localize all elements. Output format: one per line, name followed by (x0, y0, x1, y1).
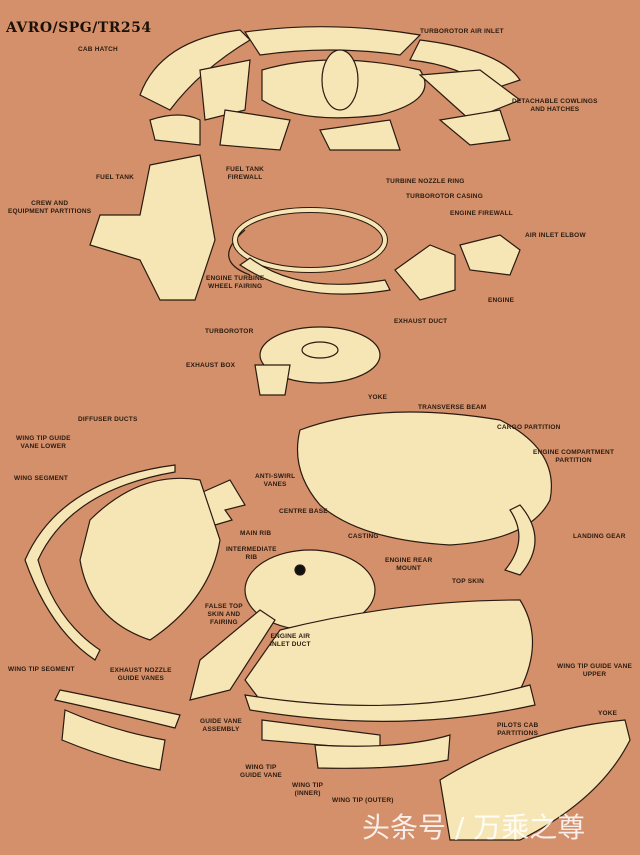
label-air-inlet-elbow: AIR INLET ELBOW (525, 232, 586, 239)
label-casting: CASTING (348, 533, 379, 540)
diagram-title: AVRO/SPG/TR254 (6, 20, 152, 36)
label-guide-vane-assembly: GUIDE VANE ASSEMBLY (200, 718, 242, 733)
exhaust-duct (238, 257, 391, 295)
label-transverse-beam: TRANSVERSE BEAM (418, 404, 487, 411)
label-fuel-tank: FUEL TANK (96, 174, 135, 181)
label-turborotor: TURBOROTOR (205, 328, 254, 335)
fuel-tank-assembly (89, 154, 251, 301)
false-top-skin (189, 609, 276, 701)
label-intermediate-rib: INTERMEDIATE RIB (226, 546, 277, 561)
label-landing-gear: LANDING GEAR (573, 533, 626, 540)
label-main-rib: MAIN RIB (240, 530, 272, 537)
label-centre-base: CENTRE BASE (279, 508, 328, 515)
label-engine-air-inlet-duct: ENGINE AIR INLET DUCT (270, 633, 311, 648)
label-top-skin: TOP SKIN (452, 578, 485, 585)
label-wing-segment: WING SEGMENT (14, 475, 69, 482)
label-cab-hatch: CAB HATCH (78, 46, 118, 53)
pilots-cab (439, 719, 631, 841)
label-detachable-cowlings: DETACHABLE COWLINGS AND HATCHES (512, 98, 598, 113)
label-pilots-cab-partitions: PILOTS CAB PARTITIONS (497, 722, 539, 737)
wing-tip-segment-lower (61, 709, 166, 771)
label-engine-turbine-wheel-fairing: ENGINE TURBINE WHEEL FAIRING (206, 275, 265, 290)
label-engine: ENGINE (488, 297, 515, 304)
label-fuel-tank-firewall: FUEL TANK FIREWALL (226, 166, 265, 181)
label-crew-partitions: CREW AND EQUIPMENT PARTITIONS (8, 200, 92, 215)
label-exhaust-nozzle-guide-vanes: EXHAUST NOZZLE GUIDE VANES (110, 667, 172, 682)
wing-segment-group (24, 464, 221, 661)
label-engine-compartment-partition: ENGINE COMPARTMENT PARTITION (533, 449, 615, 464)
label-yoke-top: YOKE (368, 394, 388, 401)
cowlings-group (139, 26, 522, 151)
wing-tip-outer (314, 734, 451, 769)
label-exhaust-box: EXHAUST BOX (186, 362, 236, 369)
label-engine-rear-mount: ENGINE REAR MOUNT (385, 557, 433, 572)
wing-tip-segment-upper (54, 689, 181, 729)
label-turborotor-casing: TURBOROTOR CASING (406, 193, 483, 200)
label-exhaust-duct: EXHAUST DUCT (394, 318, 448, 325)
exhaust-box (254, 364, 291, 396)
engine-group (394, 234, 521, 301)
label-turbine-nozzle-ring: TURBINE NOZZLE RING (386, 178, 465, 185)
label-wing-tip-guide-vane: WING TIP GUIDE VANE (240, 764, 282, 779)
label-engine-firewall: ENGINE FIREWALL (450, 210, 513, 217)
label-wing-tip-guide-vane-lower: WING TIP GUIDE VANE LOWER (16, 435, 71, 450)
label-wing-tip-guide-vane-upper: WING TIP GUIDE VANE UPPER (557, 663, 633, 678)
watermark: 头条号 / 万乘之尊 (362, 811, 586, 844)
label-turborotor-air-inlet: TURBOROTOR AIR INLET (420, 28, 504, 35)
label-yoke-bottom: YOKE (598, 710, 618, 717)
label-wing-tip-outer: WING TIP (OUTER) (332, 797, 394, 804)
label-wing-tip-segment: WING TIP SEGMENT (8, 666, 75, 673)
label-anti-swirl-vanes: ANTI-SWIRL VANES (255, 473, 296, 488)
label-wing-tip-inner: WING TIP (INNER) (292, 782, 324, 797)
label-cargo-partition: CARGO PARTITION (497, 424, 561, 431)
label-diffuser-ducts: DIFFUSER DUCTS (78, 416, 138, 423)
label-false-top-skin: FALSE TOP SKIN AND FAIRING (205, 603, 243, 626)
